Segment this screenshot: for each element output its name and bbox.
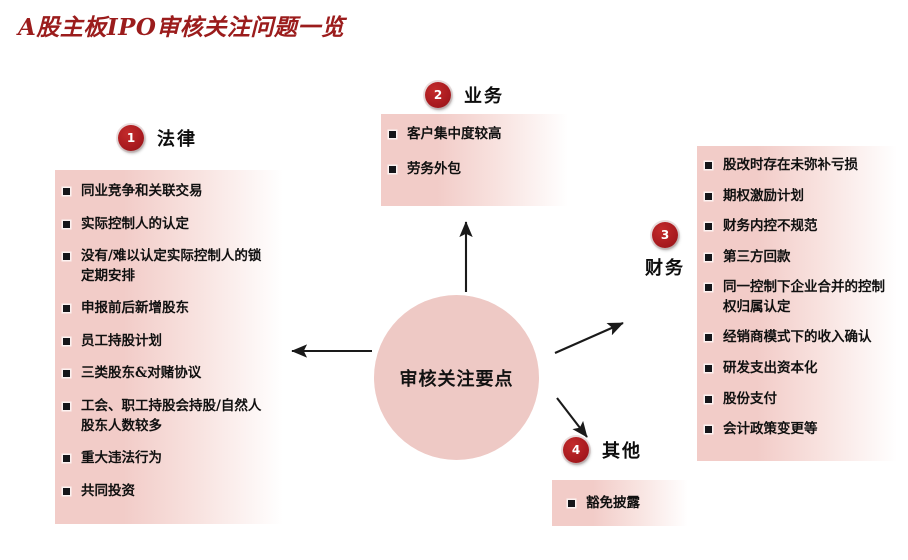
section-badge-3: 3 — [652, 222, 678, 248]
list-item: 股改时存在未弥补亏损 — [703, 156, 887, 176]
list-item: 研发支出资本化 — [703, 359, 887, 379]
list-item: 劳务外包 — [387, 160, 558, 180]
section-header-legal: 1 法律 — [118, 125, 197, 151]
section-box-business: 客户集中度较高 劳务外包 — [381, 114, 568, 207]
list-item: 三类股东&对赌协议 — [61, 364, 273, 384]
list-item: 员工持股计划 — [61, 332, 273, 352]
section-title-legal: 法律 — [157, 129, 197, 150]
section-box-other: 豁免披露 — [552, 480, 688, 526]
list-item: 同业竞争和关联交易 — [61, 182, 273, 202]
list-item: 期权激励计划 — [703, 187, 887, 207]
finance-item-list: 股改时存在未弥补亏损 期权激励计划 财务内控不规范 第三方回款 同一控制下企业合… — [703, 156, 887, 440]
list-item: 股份支付 — [703, 390, 887, 410]
section-title-business: 业务 — [464, 86, 504, 107]
section-box-finance: 股改时存在未弥补亏损 期权激励计划 财务内控不规范 第三方回款 同一控制下企业合… — [697, 146, 897, 461]
section-title-other: 其他 — [602, 441, 642, 462]
list-item: 共同投资 — [61, 482, 273, 502]
center-node-label: 审核关注要点 — [399, 368, 514, 390]
arrow-to-finance — [554, 322, 624, 354]
list-item: 客户集中度较高 — [387, 125, 558, 145]
list-item: 没有/难以认定实际控制人的锁定期安排 — [61, 247, 273, 286]
section-header-other: 4 其他 — [563, 437, 642, 463]
list-item: 豁免披露 — [566, 494, 680, 514]
business-item-list: 客户集中度较高 劳务外包 — [387, 125, 558, 179]
section-badge-4: 4 — [563, 437, 589, 463]
list-item: 重大违法行为 — [61, 449, 273, 469]
section-title-finance: 财务 — [645, 258, 685, 279]
page-title: A股主板IPO审核关注问题一览 — [18, 14, 345, 41]
section-box-legal: 同业竞争和关联交易 实际控制人的认定 没有/难以认定实际控制人的锁定期安排 申报… — [55, 170, 283, 525]
arrow-to-other — [556, 397, 588, 438]
other-item-list: 豁免披露 — [566, 494, 680, 514]
center-node: 审核关注要点 — [374, 295, 539, 460]
list-item: 经销商模式下的收入确认 — [703, 328, 887, 348]
list-item: 会计政策变更等 — [703, 420, 887, 440]
legal-item-list: 同业竞争和关联交易 实际控制人的认定 没有/难以认定实际控制人的锁定期安排 申报… — [61, 182, 273, 501]
section-badge-1: 1 — [118, 125, 144, 151]
section-header-finance: 3 财务 — [645, 222, 685, 280]
list-item: 申报前后新增股东 — [61, 299, 273, 319]
list-item: 同一控制下企业合并的控制权归属认定 — [703, 278, 887, 317]
list-item: 财务内控不规范 — [703, 217, 887, 237]
section-badge-2: 2 — [425, 82, 451, 108]
list-item: 工会、职工持股会持股/自然人股东人数较多 — [61, 397, 273, 436]
list-item: 实际控制人的认定 — [61, 215, 273, 235]
list-item: 第三方回款 — [703, 248, 887, 268]
section-header-business: 2 业务 — [425, 82, 504, 108]
